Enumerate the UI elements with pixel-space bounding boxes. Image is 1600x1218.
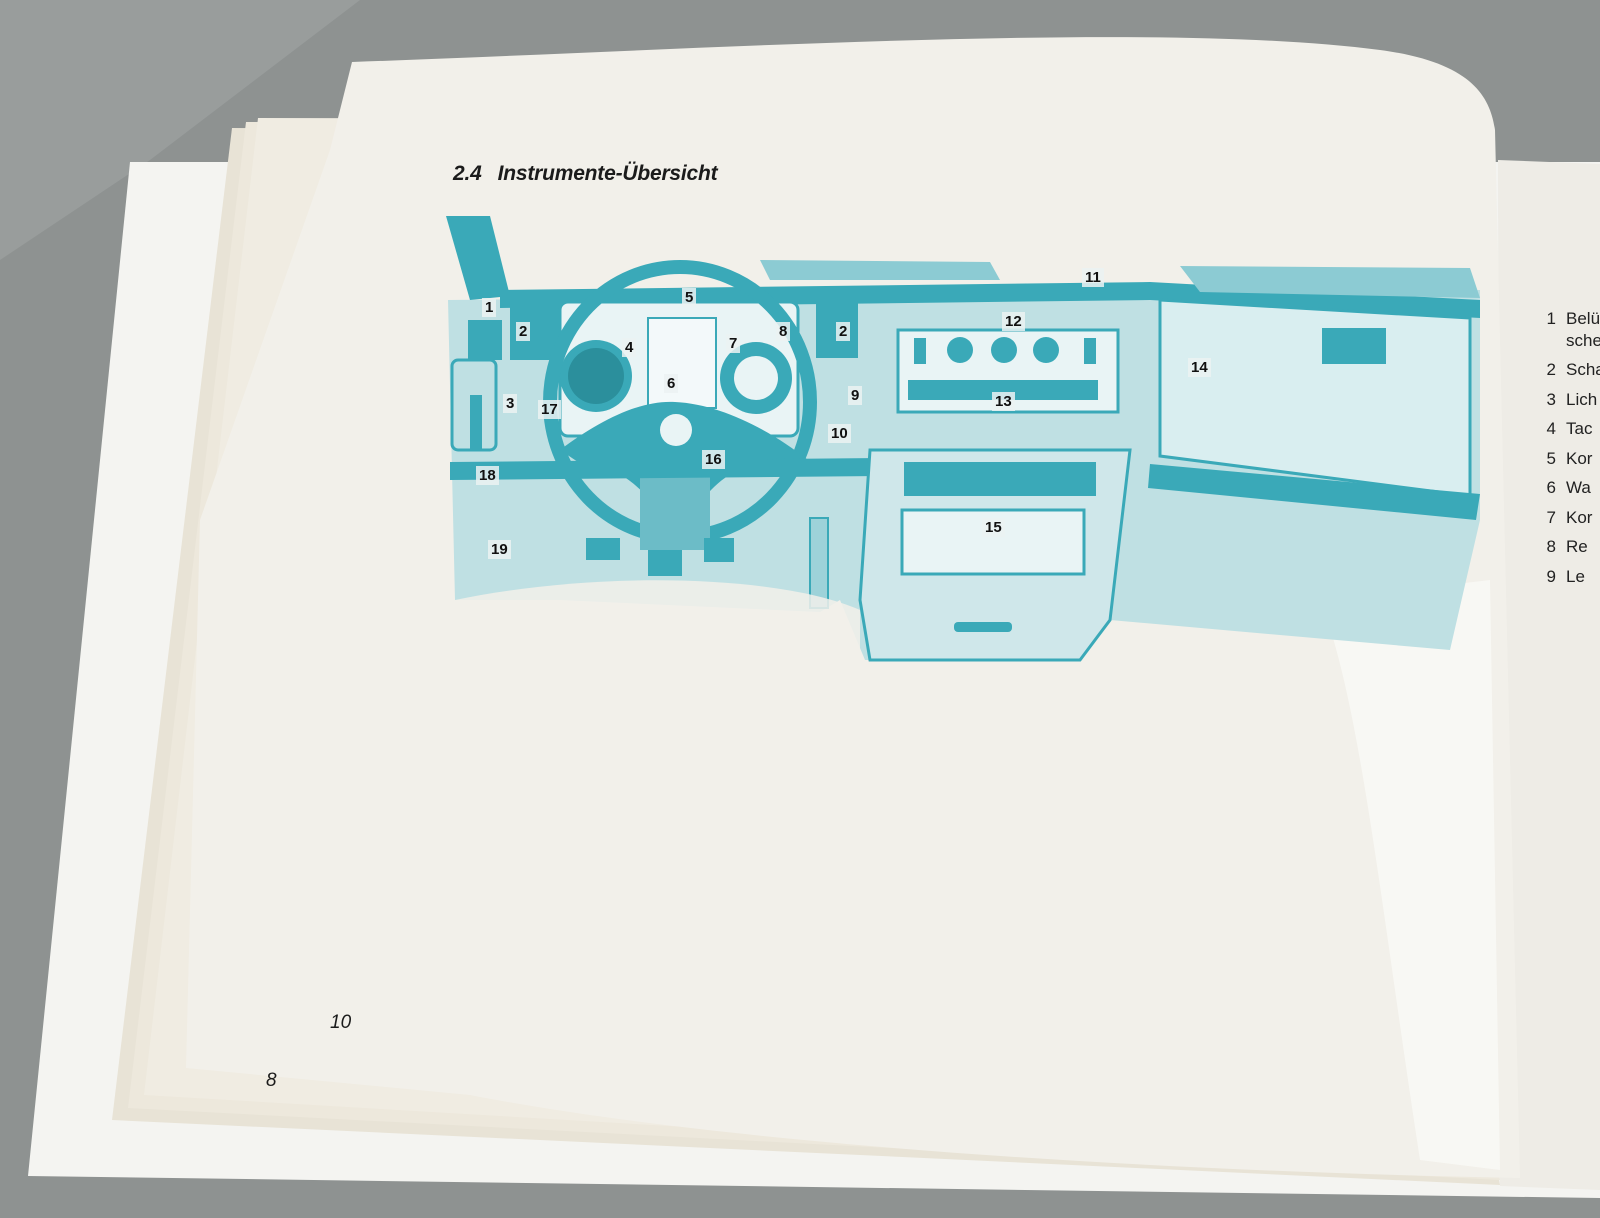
- storage-tray: [900, 508, 1086, 576]
- callout-2-left: 2: [516, 322, 531, 341]
- center-vents: [908, 380, 1098, 400]
- legend-text: Belü: [1566, 309, 1600, 328]
- section-title: Instrumente-Übersicht: [497, 162, 718, 185]
- legend-text: Wa: [1566, 478, 1591, 497]
- callout-11: 11: [1082, 268, 1104, 287]
- glovebox-handle: [1322, 328, 1386, 364]
- legend-text: Kor: [1566, 448, 1593, 468]
- steering-column: [640, 470, 710, 550]
- ashtray-handle: [954, 622, 1012, 632]
- legend-item: 2 Scha: [1522, 355, 1600, 385]
- right-page: [1498, 160, 1600, 1190]
- page-number-front: 10: [330, 1012, 352, 1033]
- callout-18: 18: [476, 466, 499, 485]
- callout-9: 9: [848, 386, 863, 405]
- legend-text: Le: [1566, 566, 1585, 586]
- callout-2-right: 2: [836, 322, 851, 341]
- legend-number: 6: [1546, 478, 1556, 497]
- callout-19: 19: [488, 540, 511, 559]
- radio-slot: [904, 462, 1096, 496]
- star-emblem: [660, 414, 692, 446]
- legend-item: 3 Lich: [1522, 385, 1600, 415]
- side-vent-left: [468, 320, 502, 360]
- combination-gauge-face: [734, 356, 778, 400]
- legend-number: 7: [1546, 507, 1556, 527]
- legend-item: 6 Wa: [1522, 473, 1600, 503]
- callout-3: 3: [503, 394, 518, 413]
- callout-15: 15: [982, 518, 1005, 537]
- legend-item: 1 Belü: [1522, 304, 1600, 334]
- pedal-throttle: [704, 538, 734, 562]
- callout-6: 6: [664, 374, 679, 393]
- legend-text: Lich: [1566, 389, 1598, 409]
- callout-16: 16: [702, 450, 725, 469]
- legend-item: 5 Kor: [1522, 444, 1600, 474]
- callout-10: 10: [828, 424, 851, 443]
- callout-8: 8: [776, 322, 791, 341]
- pedal-brake: [648, 550, 682, 576]
- legend-item: sche: [1522, 326, 1600, 356]
- legend-text: sche: [1566, 330, 1600, 350]
- lower-dash-band-right: [1148, 464, 1480, 520]
- callout-13: 13: [992, 392, 1015, 411]
- callout-7: 7: [726, 334, 741, 353]
- page-gloss: [1320, 580, 1500, 1170]
- pedal-clutch: [586, 538, 620, 560]
- defrost-vent-right: [1180, 266, 1480, 298]
- knob-3: [1033, 337, 1059, 363]
- page-number-back: 8: [266, 1070, 277, 1091]
- gear-lever: [809, 517, 829, 609]
- legend-number: 2: [1546, 360, 1556, 379]
- legend-number: 4: [1546, 419, 1556, 438]
- legend-item: 4 Tac: [1522, 414, 1600, 444]
- callout-5: 5: [682, 288, 697, 307]
- callout-1: 1: [482, 298, 497, 317]
- legend-text: Scha: [1566, 360, 1600, 379]
- callout-17: 17: [538, 400, 561, 419]
- switch-left: [914, 338, 926, 364]
- a-pillar-left: [446, 216, 510, 300]
- legend-item: 9 Le: [1522, 562, 1600, 592]
- lever-left: [470, 395, 482, 450]
- defrost-vent-left: [760, 260, 1000, 280]
- lower-dash-band: [450, 458, 880, 480]
- callout-4: 4: [622, 338, 637, 357]
- legend-item: 7 Kor: [1522, 503, 1600, 533]
- floor-curve: [455, 580, 860, 660]
- legend-text: Re: [1566, 537, 1588, 556]
- callout-14: 14: [1188, 358, 1211, 377]
- legend-number: 5: [1546, 448, 1556, 468]
- legend-number: 3: [1546, 389, 1556, 409]
- dashboard-illustration: [446, 216, 1480, 662]
- legend-number: 1: [1546, 309, 1556, 328]
- switch-right: [1084, 338, 1096, 364]
- legend-number: 8: [1546, 537, 1556, 556]
- legend-item: 8 Re: [1522, 532, 1600, 562]
- legend-number: [1522, 326, 1566, 356]
- knob-2: [991, 337, 1017, 363]
- legend-number: 9: [1546, 566, 1556, 586]
- callout-12: 12: [1002, 312, 1025, 331]
- speedometer-face: [568, 348, 624, 404]
- legend-text: Tac: [1566, 419, 1593, 438]
- knob-1: [947, 337, 973, 363]
- warning-lights-panel: [647, 317, 717, 409]
- table-shadow: [0, 0, 360, 260]
- legend-text: Kor: [1566, 507, 1593, 527]
- section-number: 2.4: [453, 162, 482, 185]
- section-heading: 2.4 Instrumente-Übersicht: [453, 162, 718, 186]
